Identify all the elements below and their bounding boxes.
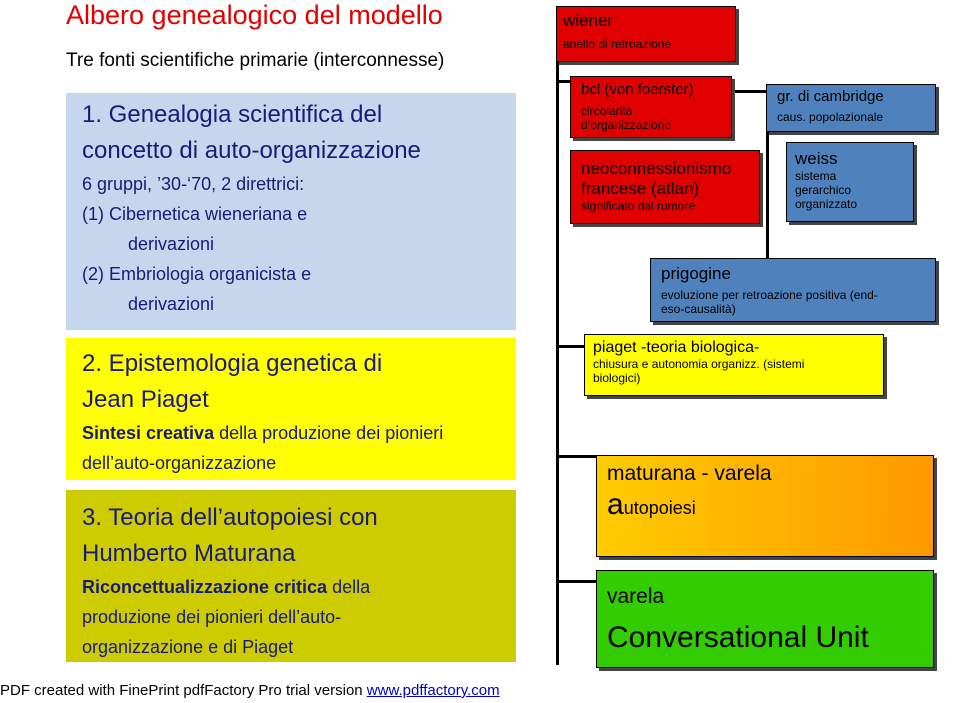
bcl-to-cambridge xyxy=(732,90,766,93)
section2-line1: 2. Epistemologia genetica di xyxy=(82,350,383,377)
node-weiss-desc2: gerarchico xyxy=(795,183,852,197)
cambridge-drop xyxy=(766,90,769,260)
section2-line4: dell’auto-organizzazione xyxy=(82,453,277,473)
section3-bold: Riconcettualizzazione critica xyxy=(82,577,328,597)
node-prigogine-desc2: eso-causalità) xyxy=(661,302,736,316)
node-maturana-autopoiesi: autopoiesi xyxy=(607,488,923,522)
node-piaget-name: piaget -teoria biologica- xyxy=(593,339,760,356)
section1-item2-cont: derivazioni xyxy=(128,294,215,314)
section-maturana: 3. Teoria dell’autopoiesi con Humberto M… xyxy=(66,490,516,662)
node-cambridge: gr. di cambridge caus. popolazionale xyxy=(766,84,936,132)
node-wiener-name: wiener xyxy=(563,11,614,30)
node-bcl-desc2: d’organizzazione xyxy=(581,118,672,132)
section1-line1: 1. Genealogia scientifica del xyxy=(82,101,383,128)
node-varela-name: varela xyxy=(607,585,665,608)
node-weiss-desc3: organizzato xyxy=(795,197,858,211)
node-piaget: piaget -teoria biologica- chiusura e aut… xyxy=(584,334,884,396)
branch-bcl xyxy=(556,80,570,83)
node-weiss-name: weiss xyxy=(795,149,838,168)
node-varela: varela Conversational Unit xyxy=(596,570,934,668)
section3-line1: 3. Teoria dell’autopoiesi con xyxy=(82,504,378,531)
section1-item2: (2) Embriologia organicista e xyxy=(82,264,312,284)
node-piaget-desc1: chiusura e autonomia organizz. (sistemi xyxy=(593,357,805,371)
node-bcl-desc1: circolarità xyxy=(581,104,633,118)
node-bcl-name: bcl (von foerster) xyxy=(581,81,694,98)
branch-varela xyxy=(556,580,596,583)
node-wiener-desc: anello di retroazione xyxy=(563,37,672,51)
node-maturana-rest: utopoiesi xyxy=(623,498,696,518)
section2-rest: della produzione dei pionieri xyxy=(214,423,444,443)
node-maturana-name: maturana - varela xyxy=(607,462,772,485)
trunk-line xyxy=(556,60,559,665)
page-subtitle: Tre fonti scientifiche primarie (interco… xyxy=(66,50,445,71)
section1-line2: concetto di auto-organizzazione xyxy=(82,137,421,164)
section3-line3: Riconcettualizzazione critica della xyxy=(82,572,516,602)
section1-line3: 6 gruppi, ’30-‘70, 2 direttrici: xyxy=(82,174,305,194)
section-genealogia: 1. Genealogia scientifica del concetto d… xyxy=(66,93,516,330)
node-wiener: wiener anello di retroazione xyxy=(556,6,736,62)
section3-line4: produzione dei pionieri dell’auto- xyxy=(82,607,342,627)
section2-bold: Sintesi creativa xyxy=(82,423,215,443)
node-prigogine-desc1: evoluzione per retroazione positiva (end… xyxy=(661,288,878,302)
node-prigogine-name: prigogine xyxy=(661,264,731,283)
node-maturana: maturana - varela autopoiesi xyxy=(596,455,934,557)
footer-link[interactable]: www.pdffactory.com xyxy=(366,682,500,699)
node-neo-name1: neoconnessionismo xyxy=(581,159,732,178)
node-neo-desc: significato dal rumore xyxy=(581,199,696,213)
node-prigogine: prigogine evoluzione per retroazione pos… xyxy=(650,258,936,322)
footer: PDF created with FinePrint pdfFactory Pr… xyxy=(0,682,500,699)
footer-text: PDF created with FinePrint pdfFactory Pr… xyxy=(0,682,367,699)
node-piaget-desc2: biologici) xyxy=(593,371,641,385)
section3-line5: organizzazione e di Piaget xyxy=(82,637,294,657)
section-piaget: 2. Epistemologia genetica di Jean Piaget… xyxy=(66,338,516,480)
node-cambridge-desc: caus. popolazionale xyxy=(777,110,884,124)
node-neoconnessionismo: neoconnessionismo francese (atlan) signi… xyxy=(570,150,760,224)
node-neo-name2: francese (atlan) xyxy=(581,179,700,198)
node-weiss-desc1: sistema xyxy=(795,169,837,183)
section2-line3: Sintesi creativa della produzione dei pi… xyxy=(82,418,516,448)
section2-line2: Jean Piaget xyxy=(82,386,209,413)
section3-line2: Humberto Maturana xyxy=(82,540,296,567)
branch-maturana xyxy=(556,455,596,458)
section3-rest: della xyxy=(327,577,371,597)
section1-item1-cont: derivazioni xyxy=(128,234,215,254)
page-title: Albero genealogico del modello xyxy=(66,0,443,30)
branch-piaget xyxy=(556,345,584,348)
node-varela-sub: Conversational Unit xyxy=(607,621,869,654)
node-maturana-letter: a xyxy=(607,488,624,521)
node-weiss: weiss sistema gerarchico organizzato xyxy=(786,142,914,222)
node-cambridge-name: gr. di cambridge xyxy=(777,88,884,105)
node-bcl: bcl (von foerster) circolarità d’organiz… xyxy=(570,76,732,138)
section1-item1: (1) Cibernetica wieneriana e xyxy=(82,204,308,224)
